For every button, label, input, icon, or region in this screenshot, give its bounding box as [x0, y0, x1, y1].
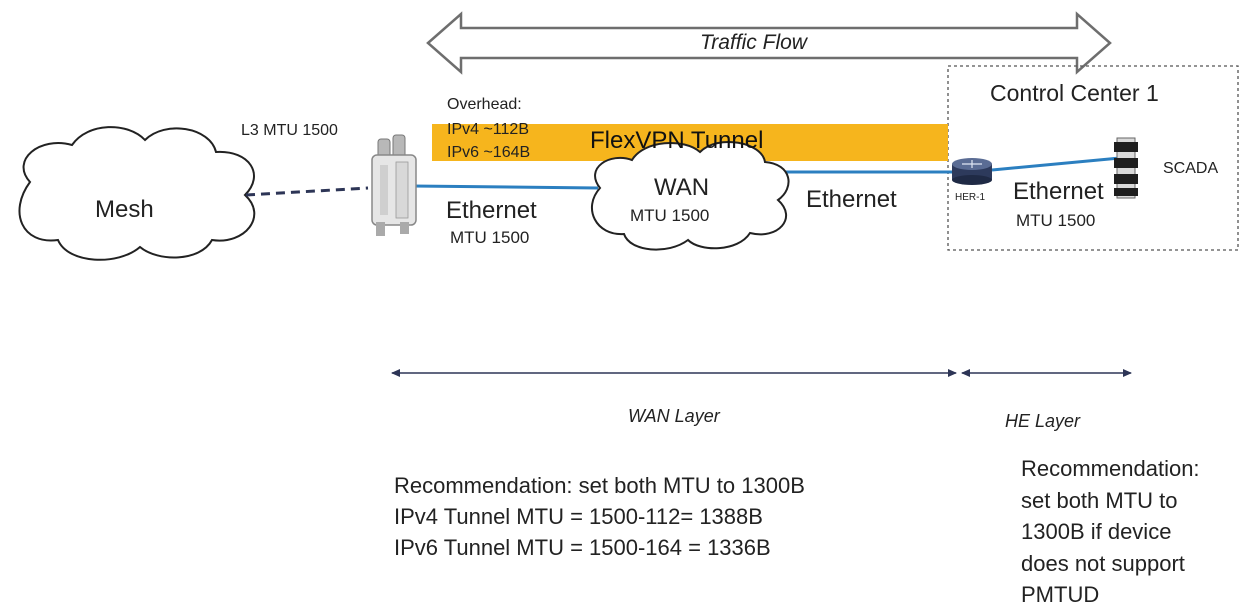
- right-ethernet-label: Ethernet: [1013, 178, 1104, 205]
- mesh-label: Mesh: [95, 196, 154, 223]
- he-layer-label: HE Layer: [1005, 411, 1081, 431]
- flexvpn-tunnel-label: FlexVPN Tunnel: [590, 127, 764, 154]
- he-recommendation-line: set both MTU to: [1021, 487, 1178, 513]
- he-recommendation-line: PMTUD: [1021, 582, 1100, 607]
- wan-cloud: [590, 140, 790, 251]
- overhead-ipv4: IPv4 ~112B: [447, 121, 529, 138]
- wan-layer-label: WAN Layer: [628, 406, 720, 426]
- left-mtu-label: MTU 1500: [450, 228, 530, 247]
- her-device-label: HER-1: [955, 192, 986, 203]
- scada-label: SCADA: [1163, 160, 1219, 177]
- field-router-icon: [371, 134, 417, 236]
- ethernet-link-left: [411, 184, 599, 190]
- her-router-icon: [952, 158, 992, 185]
- wan-recommendation-line: IPv6 Tunnel MTU = 1500-164 = 1336B: [394, 535, 771, 560]
- he-recommendation-line: 1300B if device: [1021, 519, 1172, 544]
- middle-ethernet-label: Ethernet: [806, 186, 897, 213]
- mesh-l3-mtu-label: L3 MTU 1500: [241, 122, 338, 139]
- ethernet-link-right: [991, 156, 1121, 172]
- control-center-title: Control Center 1: [990, 80, 1159, 106]
- mesh-cloud: [18, 126, 256, 261]
- wan-recommendation-line: IPv4 Tunnel MTU = 1500-112= 1388B: [394, 504, 763, 529]
- overhead-heading: Overhead:: [447, 96, 522, 113]
- traffic-flow-arrow: [426, 11, 1112, 75]
- he-recommendation-line: Recommendation:: [1021, 456, 1200, 481]
- wan-recommendation: Recommendation: set both MTU to 1300B IP…: [394, 470, 805, 563]
- he-recommendation: Recommendation: set both MTU to 1300B if…: [1021, 453, 1200, 611]
- left-ethernet-label: Ethernet: [446, 197, 537, 224]
- scada-server-icon: [1114, 137, 1138, 199]
- mesh-link-dashed: [245, 186, 369, 197]
- overhead-ipv6: IPv6 ~164B: [447, 144, 531, 161]
- control-center-boundary: [947, 65, 1239, 251]
- wan-mtu-label: MTU 1500: [630, 206, 710, 225]
- he-recommendation-line: does not support: [1021, 550, 1185, 576]
- traffic-flow-label: Traffic Flow: [700, 31, 807, 54]
- wan-recommendation-line: Recommendation: set both MTU to 1300B: [394, 473, 805, 498]
- wan-label: WAN: [654, 174, 710, 201]
- right-mtu-label: MTU 1500: [1016, 211, 1096, 230]
